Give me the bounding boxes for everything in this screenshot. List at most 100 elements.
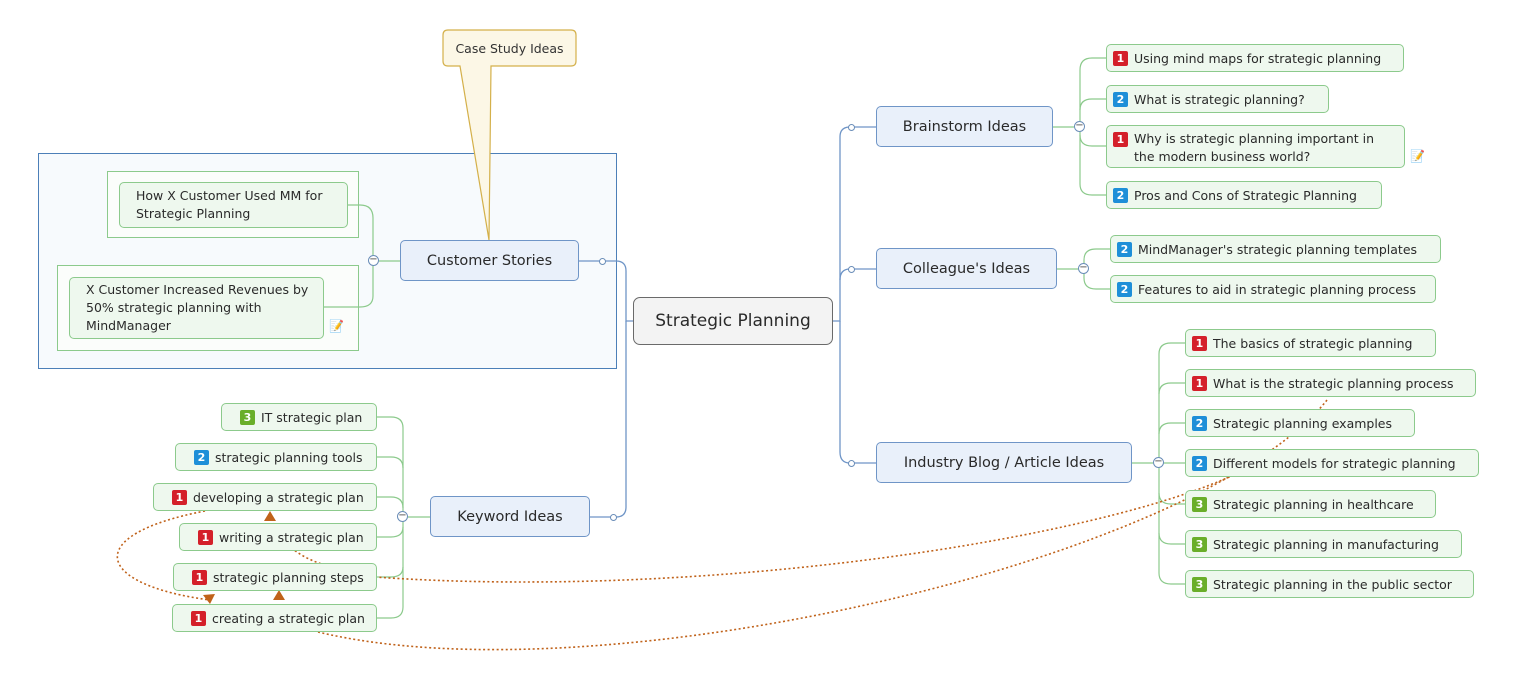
connector-brainstorm-3 bbox=[1079, 134, 1106, 147]
relationship-arrow-3 bbox=[273, 590, 285, 600]
subtopic-industry-3[interactable]: 2 Strategic planning examples bbox=[1185, 409, 1415, 437]
subtopic-label: developing a strategic plan bbox=[193, 489, 364, 505]
collapse-toggle-colleague[interactable]: − bbox=[1078, 262, 1089, 274]
subtopic-keyword-2[interactable]: 2 strategic planning tools bbox=[175, 443, 377, 471]
connector-keyword-3 bbox=[377, 496, 404, 509]
subtopic-industry-7[interactable]: 3 Strategic planning in the public secto… bbox=[1185, 570, 1474, 598]
branch-anchor-industry bbox=[848, 460, 855, 467]
priority-3-icon: 3 bbox=[1192, 536, 1207, 552]
branch-anchor-keyword bbox=[610, 514, 617, 521]
subtopic-label: Features to aid in strategic planning pr… bbox=[1138, 281, 1416, 297]
subtopic-label: Strategic planning in manufacturing bbox=[1213, 536, 1439, 552]
subtopic-label: What is strategic planning? bbox=[1134, 91, 1305, 107]
connector-keyword-5 bbox=[377, 566, 404, 578]
subtopic-label: Different models for strategic planning bbox=[1213, 455, 1456, 471]
priority-2-icon: 2 bbox=[1117, 241, 1132, 257]
branch-anchor-brainstorm bbox=[848, 124, 855, 131]
subtopic-colleague-1[interactable]: 2 MindManager's strategic planning templ… bbox=[1110, 235, 1441, 263]
subtopic-label: creating a strategic plan bbox=[212, 610, 365, 626]
subtopic-industry-5[interactable]: 3 Strategic planning in healthcare bbox=[1185, 490, 1436, 518]
subtopic-industry-1[interactable]: 1 The basics of strategic planning bbox=[1185, 329, 1436, 357]
priority-2-icon: 2 bbox=[1192, 415, 1207, 431]
subtopic-industry-2[interactable]: 1 What is the strategic planning process bbox=[1185, 369, 1476, 397]
note-icon[interactable]: 📝 bbox=[329, 319, 344, 333]
connector-industry-5 bbox=[1158, 492, 1185, 505]
connector-keyword-6 bbox=[377, 517, 404, 619]
branch-keyword-ideas[interactable]: Keyword Ideas bbox=[430, 496, 590, 537]
connector-central-colleague bbox=[839, 268, 876, 281]
connector-industry-2 bbox=[1158, 382, 1185, 395]
subtopic-industry-4[interactable]: 2 Different models for strategic plannin… bbox=[1185, 449, 1479, 477]
priority-2-icon: 2 bbox=[1192, 455, 1207, 471]
subtopic-customer-1[interactable]: How X Customer Used MM for Strategic Pla… bbox=[119, 182, 348, 228]
connector-industry-7 bbox=[1158, 463, 1185, 585]
subtopic-keyword-6[interactable]: 1 creating a strategic plan bbox=[172, 604, 377, 632]
subtopic-keyword-3[interactable]: 1 developing a strategic plan bbox=[153, 483, 377, 511]
priority-1-icon: 1 bbox=[1113, 50, 1128, 66]
connector-industry-1 bbox=[1158, 342, 1185, 463]
branch-anchor-colleague bbox=[848, 266, 855, 273]
branch-anchor-customer bbox=[599, 258, 606, 265]
subtopic-label: Strategic planning examples bbox=[1213, 415, 1393, 431]
subtopic-label: strategic planning steps bbox=[213, 569, 364, 585]
branch-colleagues-ideas[interactable]: Colleague's Ideas bbox=[876, 248, 1057, 289]
connector-central-industry bbox=[839, 321, 876, 464]
subtopic-label: The basics of strategic planning bbox=[1213, 335, 1413, 351]
connector-central-brainstorm bbox=[833, 126, 876, 322]
subtopic-brainstorm-2[interactable]: 2 What is strategic planning? bbox=[1106, 85, 1329, 113]
subtopic-brainstorm-1[interactable]: 1 Using mind maps for strategic planning bbox=[1106, 44, 1404, 72]
central-topic[interactable]: Strategic Planning bbox=[633, 297, 833, 345]
connector-industry-3 bbox=[1158, 422, 1185, 435]
subtopic-industry-6[interactable]: 3 Strategic planning in manufacturing bbox=[1185, 530, 1462, 558]
subtopic-brainstorm-4[interactable]: 2 Pros and Cons of Strategic Planning bbox=[1106, 181, 1382, 209]
relationship-arrow-2 bbox=[264, 511, 276, 521]
connector-brainstorm-1 bbox=[1079, 57, 1106, 127]
priority-1-icon: 1 bbox=[1192, 335, 1207, 351]
priority-2-icon: 2 bbox=[1117, 281, 1132, 297]
connector-keyword-1 bbox=[377, 416, 404, 517]
collapse-toggle-brainstorm[interactable]: − bbox=[1074, 120, 1085, 132]
connector-industry-6 bbox=[1158, 532, 1185, 545]
subtopic-label: What is the strategic planning process bbox=[1213, 375, 1454, 391]
priority-1-icon: 1 bbox=[191, 610, 206, 626]
priority-1-icon: 1 bbox=[1113, 132, 1128, 147]
priority-1-icon: 1 bbox=[172, 489, 187, 505]
callout-case-study-ideas[interactable]: Case Study Ideas bbox=[455, 40, 564, 56]
subtopic-label: Strategic planning in healthcare bbox=[1213, 496, 1414, 512]
collapse-toggle-keyword[interactable]: − bbox=[397, 510, 408, 522]
connector-keyword-4 bbox=[377, 526, 404, 538]
note-icon[interactable]: 📝 bbox=[1410, 149, 1425, 163]
branch-industry-blog-ideas[interactable]: Industry Blog / Article Ideas bbox=[876, 442, 1132, 483]
collapse-toggle-industry[interactable]: − bbox=[1153, 456, 1164, 468]
subtopic-label: writing a strategic plan bbox=[219, 529, 364, 545]
subtopic-keyword-5[interactable]: 1 strategic planning steps bbox=[173, 563, 377, 591]
subtopic-keyword-1[interactable]: 3 IT strategic plan bbox=[221, 403, 377, 431]
subtopic-label: Using mind maps for strategic planning bbox=[1134, 50, 1382, 66]
priority-2-icon: 2 bbox=[194, 449, 209, 465]
connector-keyword-2 bbox=[377, 456, 404, 469]
priority-1-icon: 1 bbox=[192, 569, 207, 585]
subtopic-label: IT strategic plan bbox=[261, 409, 363, 425]
priority-3-icon: 3 bbox=[1192, 496, 1207, 512]
branch-brainstorm-ideas[interactable]: Brainstorm Ideas bbox=[876, 106, 1053, 147]
subtopic-colleague-2[interactable]: 2 Features to aid in strategic planning … bbox=[1110, 275, 1436, 303]
connector-brainstorm-2 bbox=[1079, 98, 1106, 111]
priority-3-icon: 3 bbox=[1192, 576, 1207, 592]
subtopic-label: Pros and Cons of Strategic Planning bbox=[1134, 187, 1357, 203]
priority-2-icon: 2 bbox=[1113, 91, 1128, 107]
subtopic-keyword-4[interactable]: 1 writing a strategic plan bbox=[179, 523, 377, 551]
subtopic-label: Strategic planning in the public sector bbox=[1213, 576, 1452, 592]
subtopic-brainstorm-3[interactable]: 1 Why is strategic planning important in… bbox=[1106, 125, 1405, 168]
connector-brainstorm-4 bbox=[1079, 127, 1106, 196]
priority-1-icon: 1 bbox=[1192, 375, 1207, 391]
branch-customer-stories[interactable]: Customer Stories bbox=[400, 240, 579, 281]
collapse-toggle-customer[interactable]: − bbox=[368, 254, 379, 266]
priority-2-icon: 2 bbox=[1113, 187, 1128, 203]
subtopic-label: strategic planning tools bbox=[215, 449, 363, 465]
subtopic-customer-2[interactable]: X Customer Increased Revenues by 50% str… bbox=[69, 277, 324, 339]
subtopic-label: MindManager's strategic planning templat… bbox=[1138, 241, 1418, 257]
relationship-arrow-1 bbox=[203, 594, 215, 604]
priority-1-icon: 1 bbox=[198, 529, 213, 545]
priority-3-icon: 3 bbox=[240, 409, 255, 425]
subtopic-label: Why is strategic planning important in t… bbox=[1134, 131, 1375, 164]
